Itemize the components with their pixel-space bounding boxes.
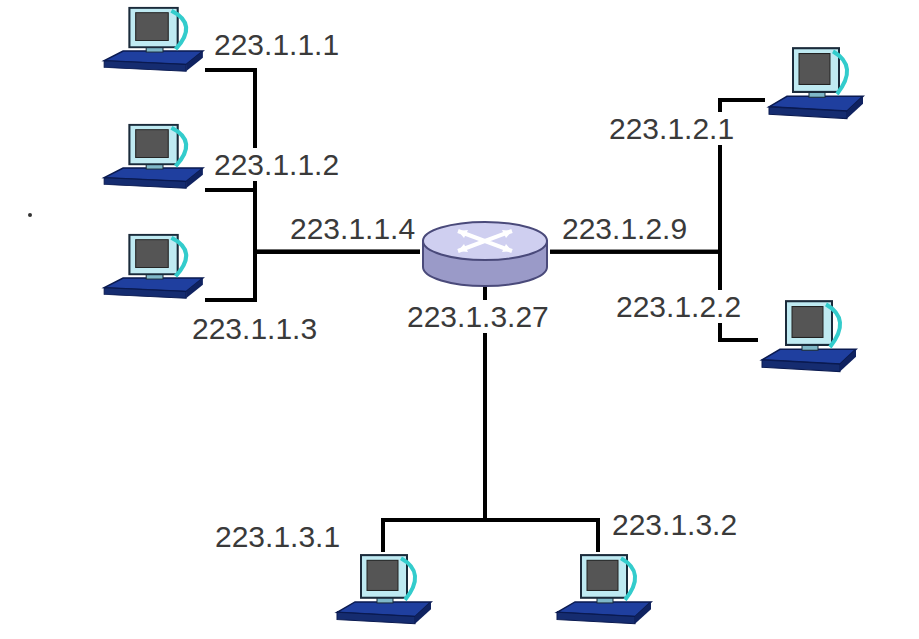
router: 223.1.1.4223.1.2.9223.1.3.27 — [420, 215, 550, 290]
network-link — [550, 100, 765, 252]
stray-dot — [28, 213, 32, 217]
network-link — [205, 252, 420, 300]
ip-address: 223.1.1.4 — [288, 212, 417, 245]
ip-address: 223.1.3.27 — [405, 300, 551, 333]
host-computer: 223.1.1.3 — [100, 232, 205, 304]
ip-address: 223.1.2.2 — [614, 290, 743, 323]
ip-address: 223.1.2.9 — [560, 212, 689, 245]
host-computer: 223.1.1.1 — [100, 5, 205, 77]
ip-address: 223.1.3.1 — [213, 520, 342, 553]
computer-icon — [100, 122, 205, 194]
ip-address: 223.1.2.1 — [607, 112, 736, 145]
ip-address: 223.1.3.2 — [610, 508, 739, 541]
network-link — [205, 70, 420, 252]
computer-icon — [765, 45, 865, 125]
host-computer: 223.1.3.2 — [553, 552, 653, 630]
ip-address: 223.1.1.2 — [212, 148, 341, 181]
computer-icon — [758, 298, 858, 378]
host-computer: 223.1.2.1 — [765, 45, 865, 125]
network-link — [550, 252, 758, 340]
ip-address: 223.1.1.3 — [190, 312, 319, 345]
ip-address: 223.1.1.1 — [212, 28, 341, 61]
computer-icon — [100, 5, 205, 77]
computer-icon — [553, 552, 653, 630]
computer-icon — [333, 552, 433, 630]
host-computer: 223.1.3.1 — [333, 552, 433, 630]
router-icon — [420, 215, 550, 290]
host-computer: 223.1.2.2 — [758, 298, 858, 378]
network-link — [205, 190, 420, 252]
host-computer: 223.1.1.2 — [100, 122, 205, 194]
computer-icon — [100, 232, 205, 304]
